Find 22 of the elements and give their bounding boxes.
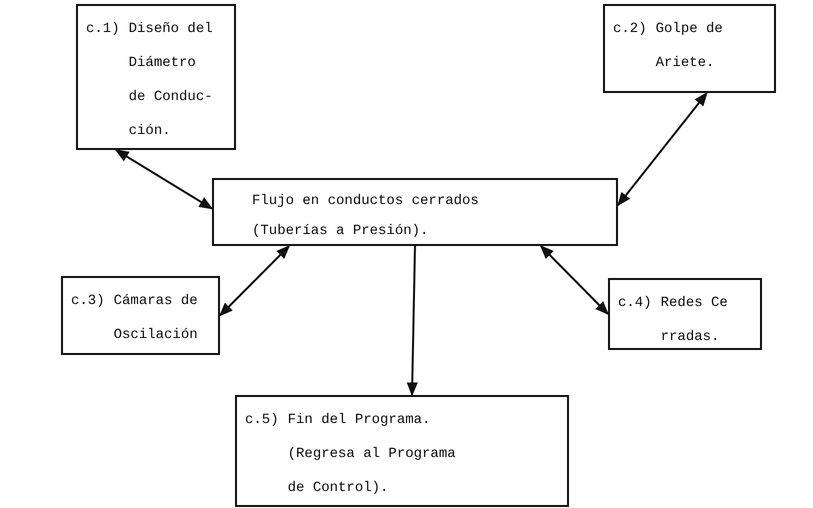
arrow [114,149,214,210]
arrow [406,246,418,396]
step-number: c.4) [618,294,652,313]
step-number: c.3) [71,292,105,311]
step-number: c.5) [245,411,279,430]
box-text: Flujo en conductos cerrados (Tuberías a Presión). [252,192,480,240]
process-box [603,4,776,93]
arrow [540,245,609,315]
box-text: Golpe de Ariete. [656,20,724,73]
box-text: Diseño del Diámetro de Conduc- ción. [128,20,214,141]
step-number: c.1) [86,20,120,39]
box-text: Redes Ce rradas. [660,294,729,344]
arrow [617,92,708,206]
process-box [608,278,762,350]
arrow [219,245,290,316]
process-box [212,178,618,246]
box-text: Cámaras de Oscilación [114,292,199,345]
box-text: Fin del Programa. (Regresa al Programa de Control). [288,411,457,498]
process-box [76,4,236,150]
step-number: c.2) [613,20,647,39]
process-box [61,276,220,355]
process-box [235,395,569,507]
